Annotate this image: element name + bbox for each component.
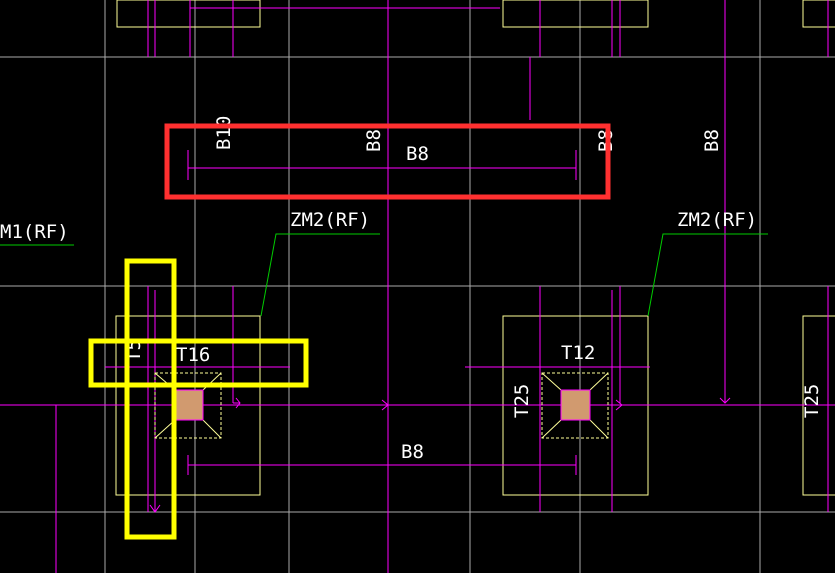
label-t16: T16 bbox=[176, 344, 210, 366]
label-b10: B10 bbox=[213, 116, 235, 150]
yellow-highlight-vertical bbox=[124, 258, 177, 540]
footing-outlines bbox=[115, 0, 835, 496]
label-b8-top-c: B8 bbox=[701, 129, 723, 152]
label-zm2-left: ZM2(RF) bbox=[290, 209, 370, 231]
rebar-arrows bbox=[149, 397, 731, 513]
labels: B10 B8 B8 B8 B8 B8 ZM2(RF) ZM2(RF) M1(RF… bbox=[0, 116, 823, 463]
label-t25-right: T25 bbox=[801, 384, 823, 418]
label-b8-top-main: B8 bbox=[406, 143, 429, 165]
label-m1: M1(RF) bbox=[0, 221, 69, 243]
yellow-highlight-horizontal bbox=[88, 338, 309, 388]
red-highlight-box bbox=[164, 123, 611, 200]
label-t25-mid: T25 bbox=[511, 384, 533, 418]
label-b8-bottom: B8 bbox=[401, 441, 424, 463]
leader-lines bbox=[0, 233, 768, 317]
highlight-annotations bbox=[88, 123, 611, 540]
label-t12: T12 bbox=[561, 342, 595, 364]
label-zm2-right: ZM2(RF) bbox=[677, 209, 757, 231]
label-b8-top-a: B8 bbox=[363, 129, 385, 152]
column-middle bbox=[541, 372, 609, 439]
